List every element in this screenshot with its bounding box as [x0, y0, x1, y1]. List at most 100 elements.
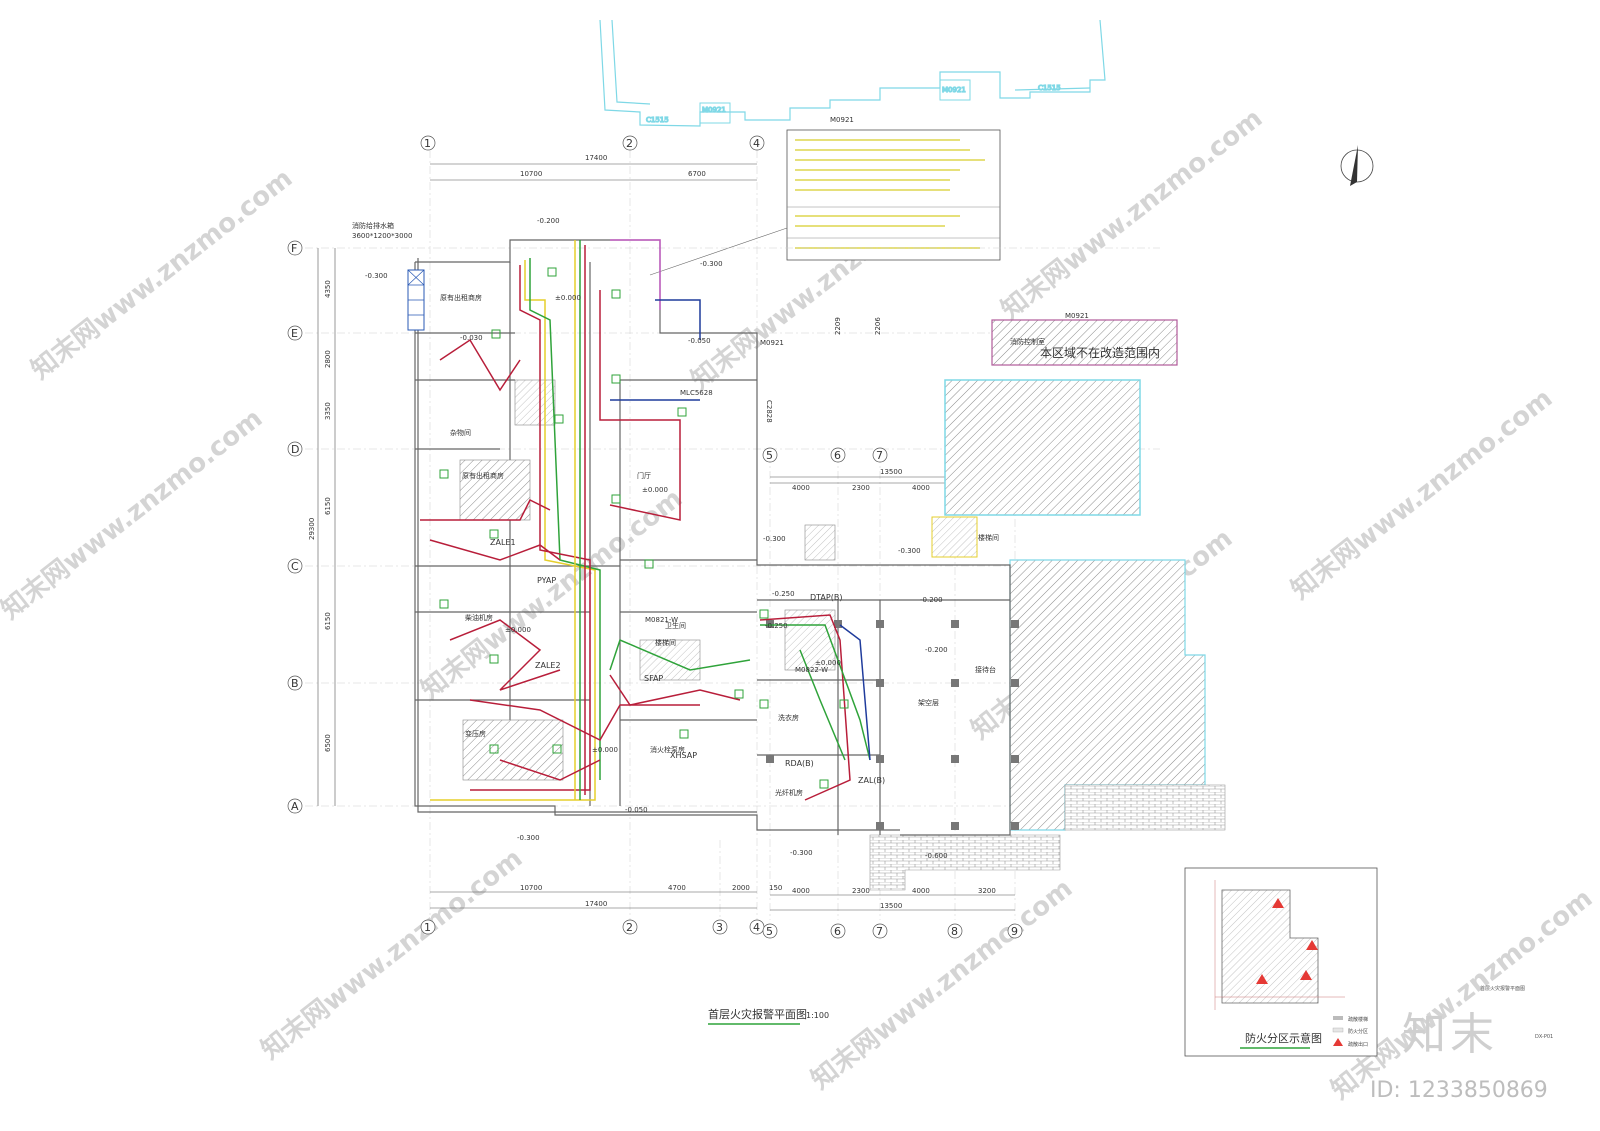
- watermark-text: 知末网www.znzmo.com: [26, 163, 298, 385]
- window-code: C1515: [646, 116, 669, 124]
- grid-label-left: C: [291, 560, 299, 573]
- room-label: 杂物间: [450, 428, 471, 437]
- equipment-label: ZAL(B): [858, 776, 885, 785]
- legend-label: 防火分区: [1348, 1028, 1368, 1035]
- grid-label-top: 1: [424, 137, 431, 150]
- dim-bottom-right-seg: 150: [769, 884, 782, 892]
- room-label: 消火栓泵房: [650, 745, 685, 754]
- room-label: 变压房: [465, 729, 486, 738]
- watermark-text: 知末网www.znzmo.com: [996, 103, 1268, 325]
- window-code: M0921: [942, 86, 966, 94]
- dim-left-seg: 6150: [324, 497, 332, 515]
- equipment-label: M0821-W: [645, 616, 678, 624]
- drawing-title-block: 首层火灾报警平面图 1:100: [708, 1007, 829, 1025]
- id-watermark: ID: 1233850869: [1370, 1078, 1548, 1103]
- dim-bottom-b: 4700: [668, 884, 686, 892]
- legend-swatch-stair: [1333, 1016, 1343, 1020]
- level-mark: ±0.000: [592, 746, 618, 754]
- dim-bottom-right-seg: 3200: [978, 887, 996, 895]
- grid-label-left: E: [291, 327, 298, 340]
- dim-bottom-total: 17400: [585, 900, 607, 908]
- window-code: C1515: [1038, 84, 1061, 92]
- level-mark: -0.300: [517, 834, 540, 842]
- room-label: 柴油机房: [465, 613, 493, 622]
- grid-label-bottom: 4: [753, 921, 760, 934]
- grid-label-top: 2: [626, 137, 633, 150]
- grid-label-left: A: [291, 800, 299, 813]
- out-of-scope-note: 本区域不在改造范围内: [1040, 346, 1160, 360]
- room-label: 卫生间: [665, 621, 686, 630]
- tank-label: 消防给排水箱: [352, 221, 394, 230]
- inset-header: 首层火灾报警平面图: [1480, 985, 1525, 992]
- room-label: 原有出租商房: [462, 471, 504, 480]
- equipment-label: DTAP(B): [810, 593, 842, 602]
- level-mark: -0.300: [763, 535, 786, 543]
- room-label: 原有出租商房: [440, 293, 482, 302]
- level-mark: -0.600: [925, 852, 948, 860]
- inset-title: 防火分区示意图: [1245, 1031, 1322, 1045]
- dim-top-a: 10700: [520, 170, 542, 178]
- level-mark: -0.250: [765, 622, 788, 630]
- room-label: 消防控制室: [1010, 337, 1045, 346]
- dim-right-total-top: 13500: [880, 468, 902, 476]
- exit-triangle-icon: [1333, 1038, 1343, 1046]
- dim-left-seg: 6150: [324, 612, 332, 630]
- dim-bottom-right-seg: 2300: [852, 887, 870, 895]
- water-tank: 消防给排水箱 3600*1200*3000: [352, 221, 425, 331]
- out-of-scope-areas: 本区域不在改造范围内 消防控制室: [869, 319, 1226, 891]
- dim-right-total-bottom: 13500: [880, 902, 902, 910]
- equipment-label: C2828: [765, 400, 773, 423]
- dim-left-seg: 6500: [324, 734, 332, 752]
- legend-swatch-zone: [1332, 1027, 1344, 1033]
- dim-lane: 2206: [874, 317, 882, 335]
- structural-columns: [766, 620, 1019, 830]
- room-label: 接待台: [975, 665, 996, 674]
- level-mark: ±0.000: [815, 659, 841, 667]
- level-mark: -0.050: [688, 337, 711, 345]
- level-mark: -0.200: [925, 646, 948, 654]
- level-mark: -0.300: [365, 272, 388, 280]
- drawing-scale: 1:100: [806, 1011, 829, 1020]
- level-mark: -0.050: [625, 806, 648, 814]
- dim-lane: 2209: [834, 317, 842, 335]
- grid-bubbles: [287, 135, 1023, 939]
- grid-label-bottom: 3: [716, 921, 723, 934]
- level-mark: -0.030: [460, 334, 483, 342]
- dim-top-total: 17400: [585, 154, 607, 162]
- adjacent-building-outline: C1515 M0921 M0921 C1515: [599, 19, 1106, 127]
- grid-label-bottom: 2: [626, 921, 633, 934]
- watermark-text: 知末网www.znzmo.com: [0, 403, 268, 625]
- window-code: M0921: [702, 106, 726, 114]
- inset-fire-zone-diagram: 首层火灾报警平面图 疏散楼梯 防火分区 疏散出口 防火分区示意图 DX-P01: [1184, 867, 1553, 1057]
- drawing-title: 首层火灾报警平面图: [708, 1007, 807, 1021]
- equipment-label: ZALE1: [490, 538, 516, 547]
- grid-label-bottom: 9: [1011, 925, 1018, 938]
- grid-label-bottom: 5: [766, 925, 773, 938]
- grid-label-right: 7: [876, 449, 883, 462]
- watermark-text: 知末网www.znzmo.com: [806, 873, 1078, 1095]
- dim-left-seg: 4350: [324, 280, 332, 298]
- room-label: 光纤机房: [775, 788, 803, 797]
- equipment-label: M0822-W: [795, 666, 828, 674]
- level-marks: -0.200 -0.300 ±0.000 -0.030 -0.050 -0.25…: [365, 217, 948, 860]
- tank-size: 3600*1200*3000: [352, 232, 412, 240]
- dim-top-b: 6700: [688, 170, 706, 178]
- level-mark: -0.300: [790, 849, 813, 857]
- dim-bottom-right-seg: 4000: [912, 887, 930, 895]
- alarm-devices: [439, 267, 849, 789]
- notes-box: [649, 129, 1001, 276]
- equipment-labels: ZALE1 ZALE2 PYAP SFAP XHSAP DTAP(B) RDA(…: [490, 116, 1089, 785]
- level-mark: -0.300: [700, 260, 723, 268]
- brand-watermark: 知末: [1402, 1009, 1498, 1060]
- dim-bottom-a: 10700: [520, 884, 542, 892]
- grid-label-bottom: 8: [951, 925, 958, 938]
- equipment-label: M0921: [1065, 312, 1089, 320]
- room-label: 楼梯间: [978, 533, 999, 542]
- dim-left-seg: 3350: [324, 402, 332, 420]
- dim-left-seg: 2800: [324, 350, 332, 368]
- grid-label-left: B: [291, 677, 299, 690]
- grid-label-bottom: 7: [876, 925, 883, 938]
- grid-label-bottom: 6: [834, 925, 841, 938]
- room-label: 洗衣房: [778, 713, 799, 722]
